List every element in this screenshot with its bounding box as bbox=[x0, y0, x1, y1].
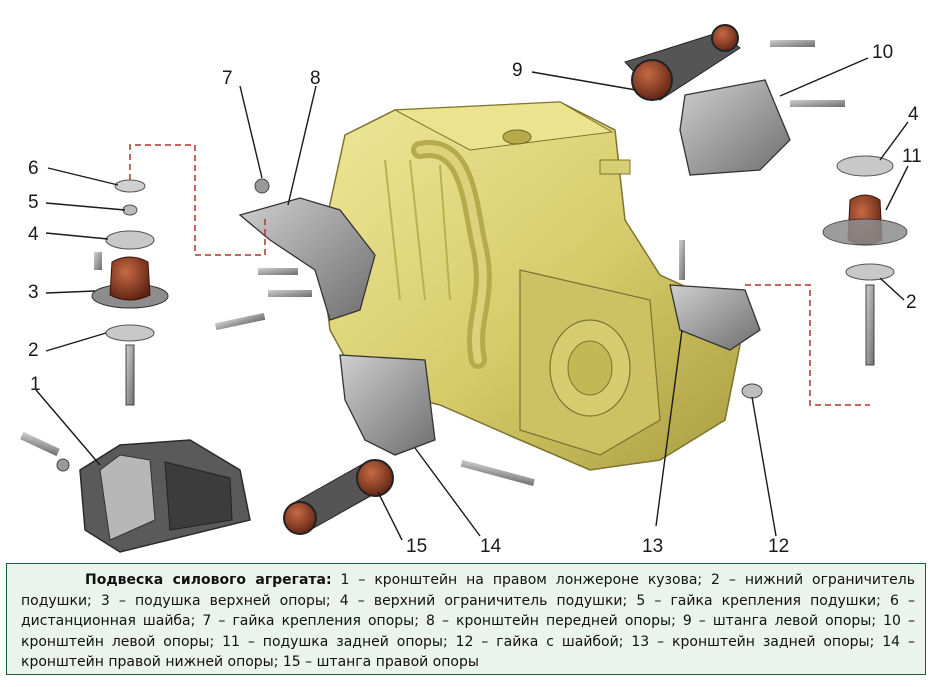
callout-numbers: 1 2 3 4 5 6 7 8 9 10 4 11 2 12 13 14 15 bbox=[28, 42, 922, 557]
callout-14: 14 bbox=[480, 536, 502, 557]
callout-9: 9 bbox=[512, 60, 523, 81]
callout-6: 6 bbox=[28, 158, 39, 179]
callout-4: 4 bbox=[28, 224, 39, 245]
callout-11: 11 bbox=[902, 146, 922, 167]
exploded-view-diagram: 1 2 3 4 5 6 7 8 9 10 4 11 2 12 13 14 15 bbox=[20, 24, 922, 557]
caption-title: Подвеска силового агрегата: bbox=[85, 572, 332, 588]
figure-caption: Подвеска силового агрегата: 1 – кронштей… bbox=[6, 563, 926, 675]
callout-13: 13 bbox=[642, 536, 663, 557]
left-mount-stack bbox=[91, 179, 169, 406]
part-12-nut-with-washer bbox=[741, 383, 763, 399]
callout-10: 10 bbox=[872, 42, 893, 63]
leader-lines bbox=[35, 57, 909, 541]
callout-7: 7 bbox=[222, 68, 233, 89]
assembly-guide-lines bbox=[129, 144, 870, 406]
part-10-left-bracket bbox=[679, 40, 845, 176]
part-15-right-rod bbox=[283, 459, 394, 535]
callout-8: 8 bbox=[310, 68, 321, 89]
part-1-body-side-bracket bbox=[20, 431, 251, 553]
callout-5: 5 bbox=[28, 192, 39, 213]
part-8-front-mount-bracket bbox=[214, 178, 376, 331]
rear-mount-stack bbox=[822, 155, 908, 366]
callout-12: 12 bbox=[768, 536, 789, 557]
callout-4-right: 4 bbox=[908, 104, 919, 125]
callout-2: 2 bbox=[28, 340, 39, 361]
callout-3: 3 bbox=[28, 282, 39, 303]
caption-text: 1 – кронштейн на правом лонжероне кузова… bbox=[21, 572, 915, 670]
callout-2-right: 2 bbox=[906, 292, 917, 313]
part-9-left-rod bbox=[624, 24, 741, 101]
callout-15: 15 bbox=[406, 536, 427, 557]
callout-1: 1 bbox=[30, 374, 41, 395]
part-14-lower-right-bracket bbox=[339, 354, 535, 486]
part-13-rear-bracket bbox=[669, 240, 761, 351]
